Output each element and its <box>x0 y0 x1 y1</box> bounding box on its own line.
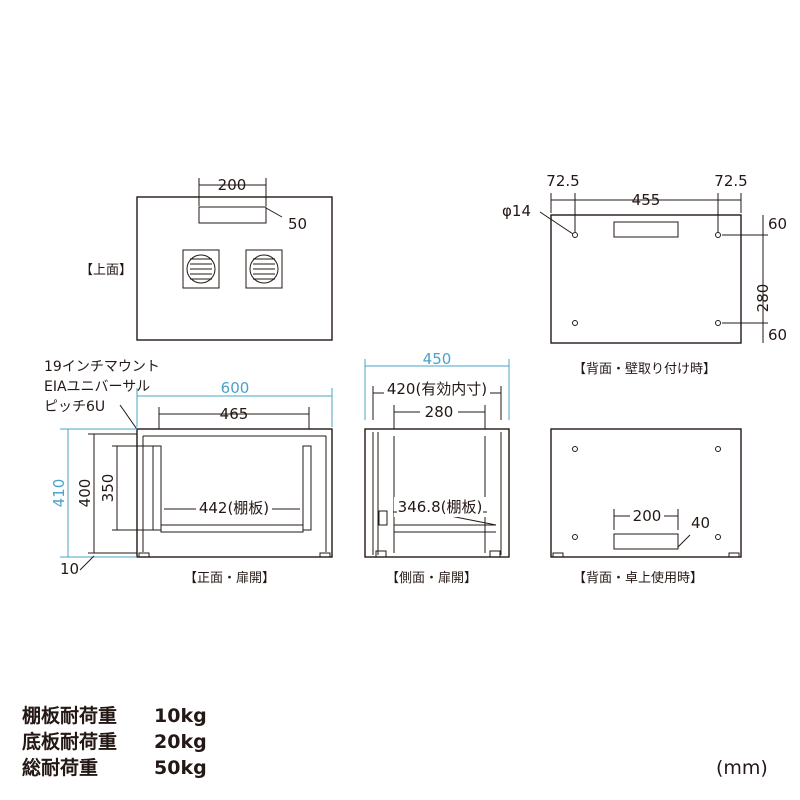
rear-wall-dim-right: 72.5 <box>714 172 747 190</box>
rear-wall-hole <box>715 232 721 238</box>
rear-desk-hole <box>572 446 578 452</box>
rear-desk-view: 200 40 【背面・卓上使用時】 <box>550 428 742 586</box>
front-dim-height-body: 400 <box>76 479 94 508</box>
side-view: 450 420(有効内寸) 280 346.8(棚板) 【側面・扉開】 <box>364 350 510 586</box>
rear-desk-hole <box>572 534 578 540</box>
rear-wall-view: 72.5 455 72.5 φ14 60 280 60 【背面・壁取り付け時】 <box>502 172 787 377</box>
rear-wall-hole <box>572 232 578 238</box>
front-rail-left <box>152 445 162 531</box>
top-dim-width: 200 <box>218 176 247 194</box>
top-view: 200 50 【上面】 <box>80 176 333 341</box>
spec-label: 棚板耐荷重 <box>22 705 118 727</box>
rear-desk-caption: 【背面・卓上使用時】 <box>573 570 703 586</box>
top-fan-left <box>182 249 220 289</box>
top-cable-slot <box>198 206 267 224</box>
front-note-line1: 19インチマウント <box>44 359 160 375</box>
top-fan-right <box>245 249 283 289</box>
front-dim-height-total: 410 <box>50 479 68 508</box>
side-body <box>364 428 510 558</box>
rear-wall-panel <box>550 214 742 344</box>
rear-wall-dim-hole: φ14 <box>502 202 531 220</box>
front-rail-right <box>302 445 312 531</box>
rear-desk-cable-slot <box>613 533 679 550</box>
front-dim-foot: 10 <box>60 560 79 578</box>
front-shelf <box>160 524 304 533</box>
rear-wall-hole <box>572 320 578 326</box>
unit-note: (mm) <box>716 757 768 779</box>
side-view-caption: 【側面・扉開】 <box>386 570 477 586</box>
rear-desk-hole <box>715 534 721 540</box>
rear-wall-hole <box>715 320 721 326</box>
spec-value: 20kg <box>154 731 207 753</box>
front-view-caption: 【正面・扉開】 <box>184 570 275 586</box>
rear-wall-cable-slot <box>613 221 679 238</box>
top-dim-depth: 50 <box>288 215 307 233</box>
load-specs: 棚板耐荷重 10kg 底板耐荷重 20kg 総耐荷重 50kg <box>22 703 207 781</box>
side-dim-shelf: 346.8(棚板) <box>398 498 483 516</box>
spec-row: 総耐荷重 50kg <box>22 755 207 781</box>
spec-label: 底板耐荷重 <box>22 731 118 753</box>
spec-row: 棚板耐荷重 10kg <box>22 703 207 729</box>
side-dim-depth-effective: 420(有効内寸) <box>387 380 487 398</box>
front-dim-shelf: 442(棚板) <box>199 499 269 517</box>
front-dim-height-inner: 350 <box>99 474 117 503</box>
top-view-caption: 【上面】 <box>80 263 132 278</box>
rear-desk-panel <box>550 428 742 558</box>
front-note-line2: EIAユニバーサル <box>44 379 150 395</box>
spec-value: 10kg <box>154 705 207 727</box>
front-dim-inner-width: 465 <box>220 405 249 423</box>
rear-wall-dim-top: 60 <box>768 215 787 233</box>
rear-wall-dim-mid: 455 <box>632 191 661 209</box>
rear-desk-hole <box>715 446 721 452</box>
side-dim-depth-inner: 280 <box>425 403 454 421</box>
rear-desk-dim-width: 200 <box>633 507 662 525</box>
front-dim-outer-width: 600 <box>221 379 250 397</box>
side-dim-depth-total: 450 <box>423 350 452 368</box>
spec-label: 総耐荷重 <box>22 757 99 779</box>
rear-wall-dim-vertical: 280 <box>754 284 772 313</box>
front-body <box>136 428 333 558</box>
front-note-line3: ピッチ6U <box>44 399 105 415</box>
rear-wall-dim-bottom: 60 <box>768 326 787 344</box>
rear-desk-dim-height: 40 <box>691 514 710 532</box>
rear-wall-dim-left: 72.5 <box>546 172 579 190</box>
spec-value: 50kg <box>154 757 207 779</box>
front-view: 19インチマウント EIAユニバーサル ピッチ6U 600 465 442(棚板… <box>44 359 333 586</box>
rear-wall-caption: 【背面・壁取り付け時】 <box>573 362 716 377</box>
top-panel <box>136 196 333 341</box>
spec-row: 底板耐荷重 20kg <box>22 729 207 755</box>
